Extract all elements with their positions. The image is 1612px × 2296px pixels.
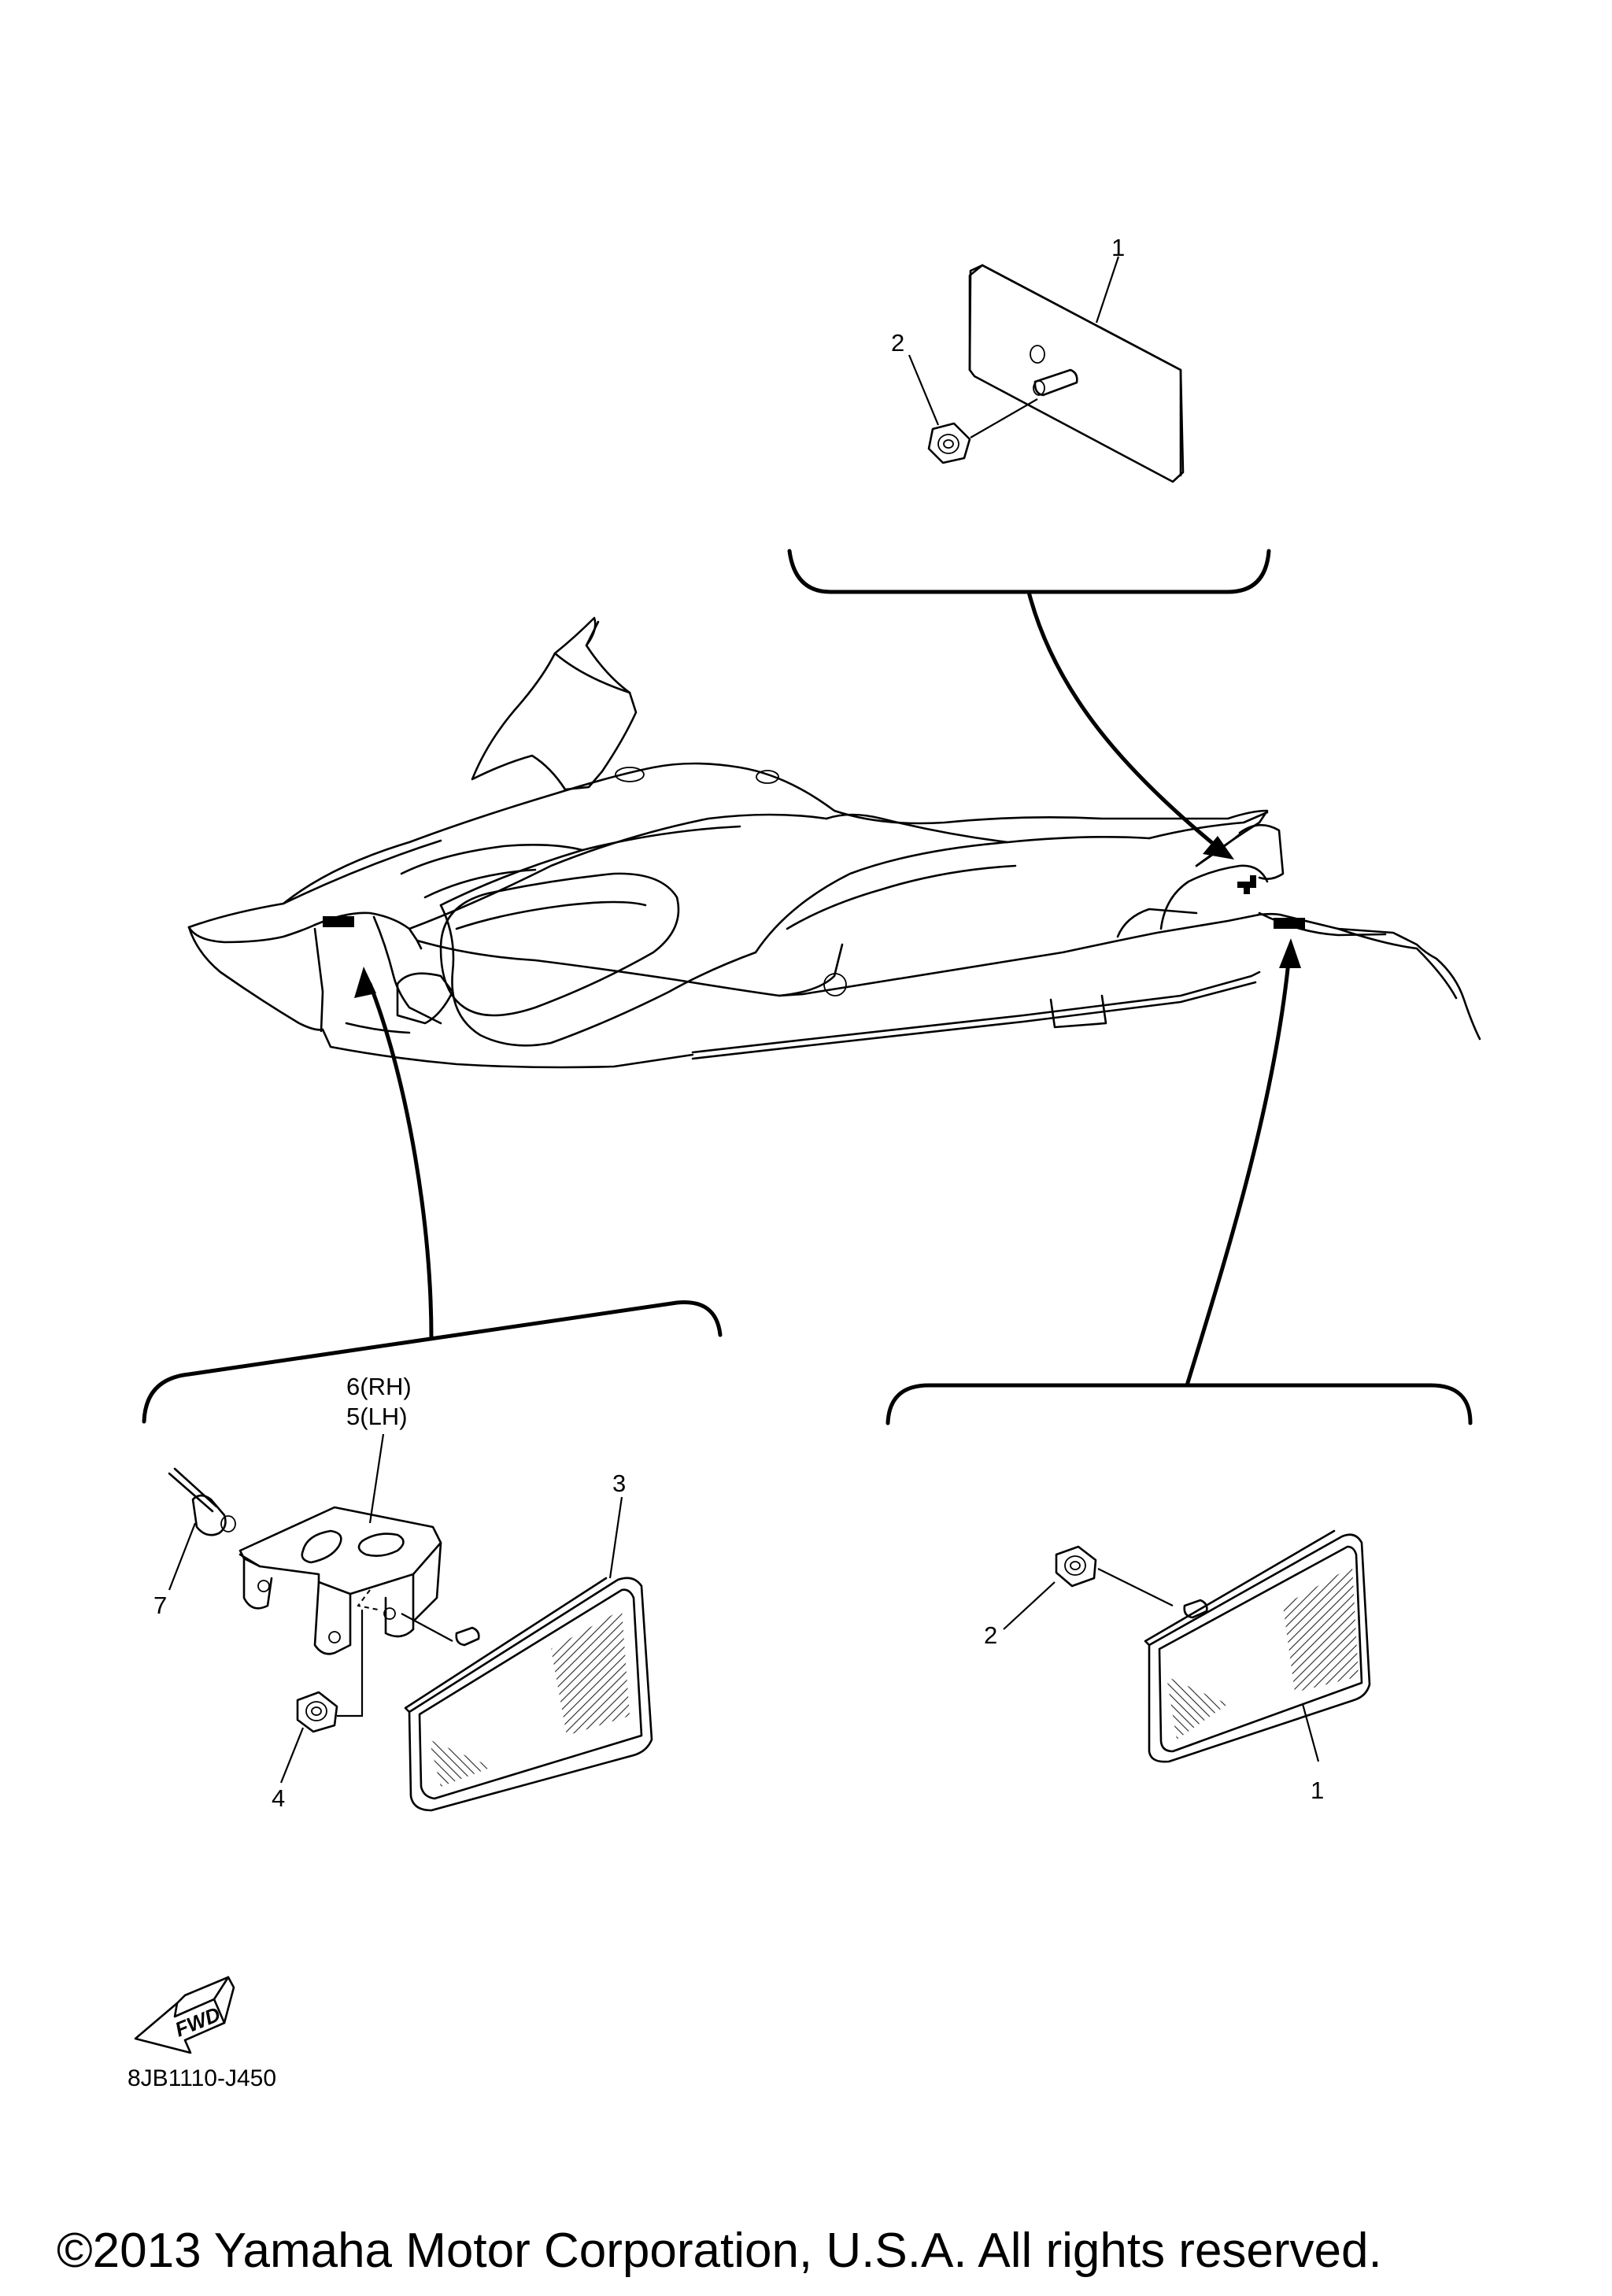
front-reflector-hatch-bottom: [429, 1740, 492, 1787]
mounting-bracket: [238, 1506, 442, 1655]
left-callout-frame: [142, 1300, 723, 1424]
label-1-top: 1: [1111, 234, 1125, 261]
rivet: [168, 1467, 236, 1536]
label-7: 7: [153, 1592, 167, 1619]
leader-3: [608, 1496, 623, 1579]
label-2-top: 2: [891, 329, 904, 357]
leader-1-side: [1301, 1703, 1320, 1762]
label-6-rh: 6(RH): [346, 1373, 412, 1400]
leader-5-6: [368, 1433, 385, 1524]
rear-reflector-nut: [927, 422, 971, 464]
label-5-lh: 5(LH): [346, 1403, 408, 1430]
side-nut-connector: [1097, 1568, 1174, 1606]
side-reflector: [1144, 1529, 1371, 1763]
top-callout-arrow: [1026, 590, 1218, 849]
right-arrow-head: [1279, 938, 1301, 968]
bracket-stud-connector: [401, 1613, 453, 1642]
front-reflector-hatch-top: [551, 1610, 630, 1736]
left-detail: 6(RH) 5(LH) 3 7 4: [142, 967, 723, 1812]
copyright-notice: ©2013 Yamaha Motor Corporation, U.S.A. A…: [57, 2224, 1382, 2278]
right-detail: 2 1: [885, 938, 1473, 1804]
fwd-arrow-icon: FWD: [134, 1976, 235, 2054]
front-nut: [296, 1691, 338, 1733]
rear-reflector-plate: [968, 264, 1185, 483]
front-reflector: [404, 1577, 653, 1812]
side-reflector-mount-marker: [1274, 918, 1305, 929]
snowmobile-body: [187, 616, 1481, 1069]
rear-reflector-mount-marker: [1237, 875, 1256, 894]
side-reflector-hatch-bottom: [1166, 1677, 1228, 1740]
leader-7: [168, 1522, 197, 1591]
side-reflector-hatch-top: [1283, 1566, 1359, 1692]
front-reflector-mount-marker: [323, 916, 354, 927]
top-arrow-head: [1203, 836, 1234, 860]
bracket-nut-connector: [337, 1610, 364, 1717]
top-detail: 1 2: [787, 234, 1271, 860]
left-arrow-head: [354, 967, 376, 998]
label-1-side: 1: [1311, 1777, 1324, 1804]
leader-4: [279, 1727, 305, 1784]
leader-1-top: [1095, 256, 1120, 324]
left-callout-arrow: [368, 982, 434, 1340]
right-callout-frame: [885, 1383, 1473, 1425]
label-3: 3: [612, 1470, 626, 1497]
right-callout-arrow: [1185, 952, 1292, 1388]
nut-to-stud-line: [970, 398, 1038, 438]
side-nut: [1055, 1545, 1097, 1588]
diagram-code: 8JB1110-J450: [128, 2065, 276, 2091]
leader-2-top: [908, 354, 940, 426]
top-callout-frame: [787, 549, 1271, 594]
leader-2-side: [1003, 1581, 1056, 1630]
label-2-side: 2: [984, 1621, 997, 1649]
hidden-edge-indicator: [357, 1589, 379, 1610]
label-4: 4: [272, 1784, 285, 1812]
